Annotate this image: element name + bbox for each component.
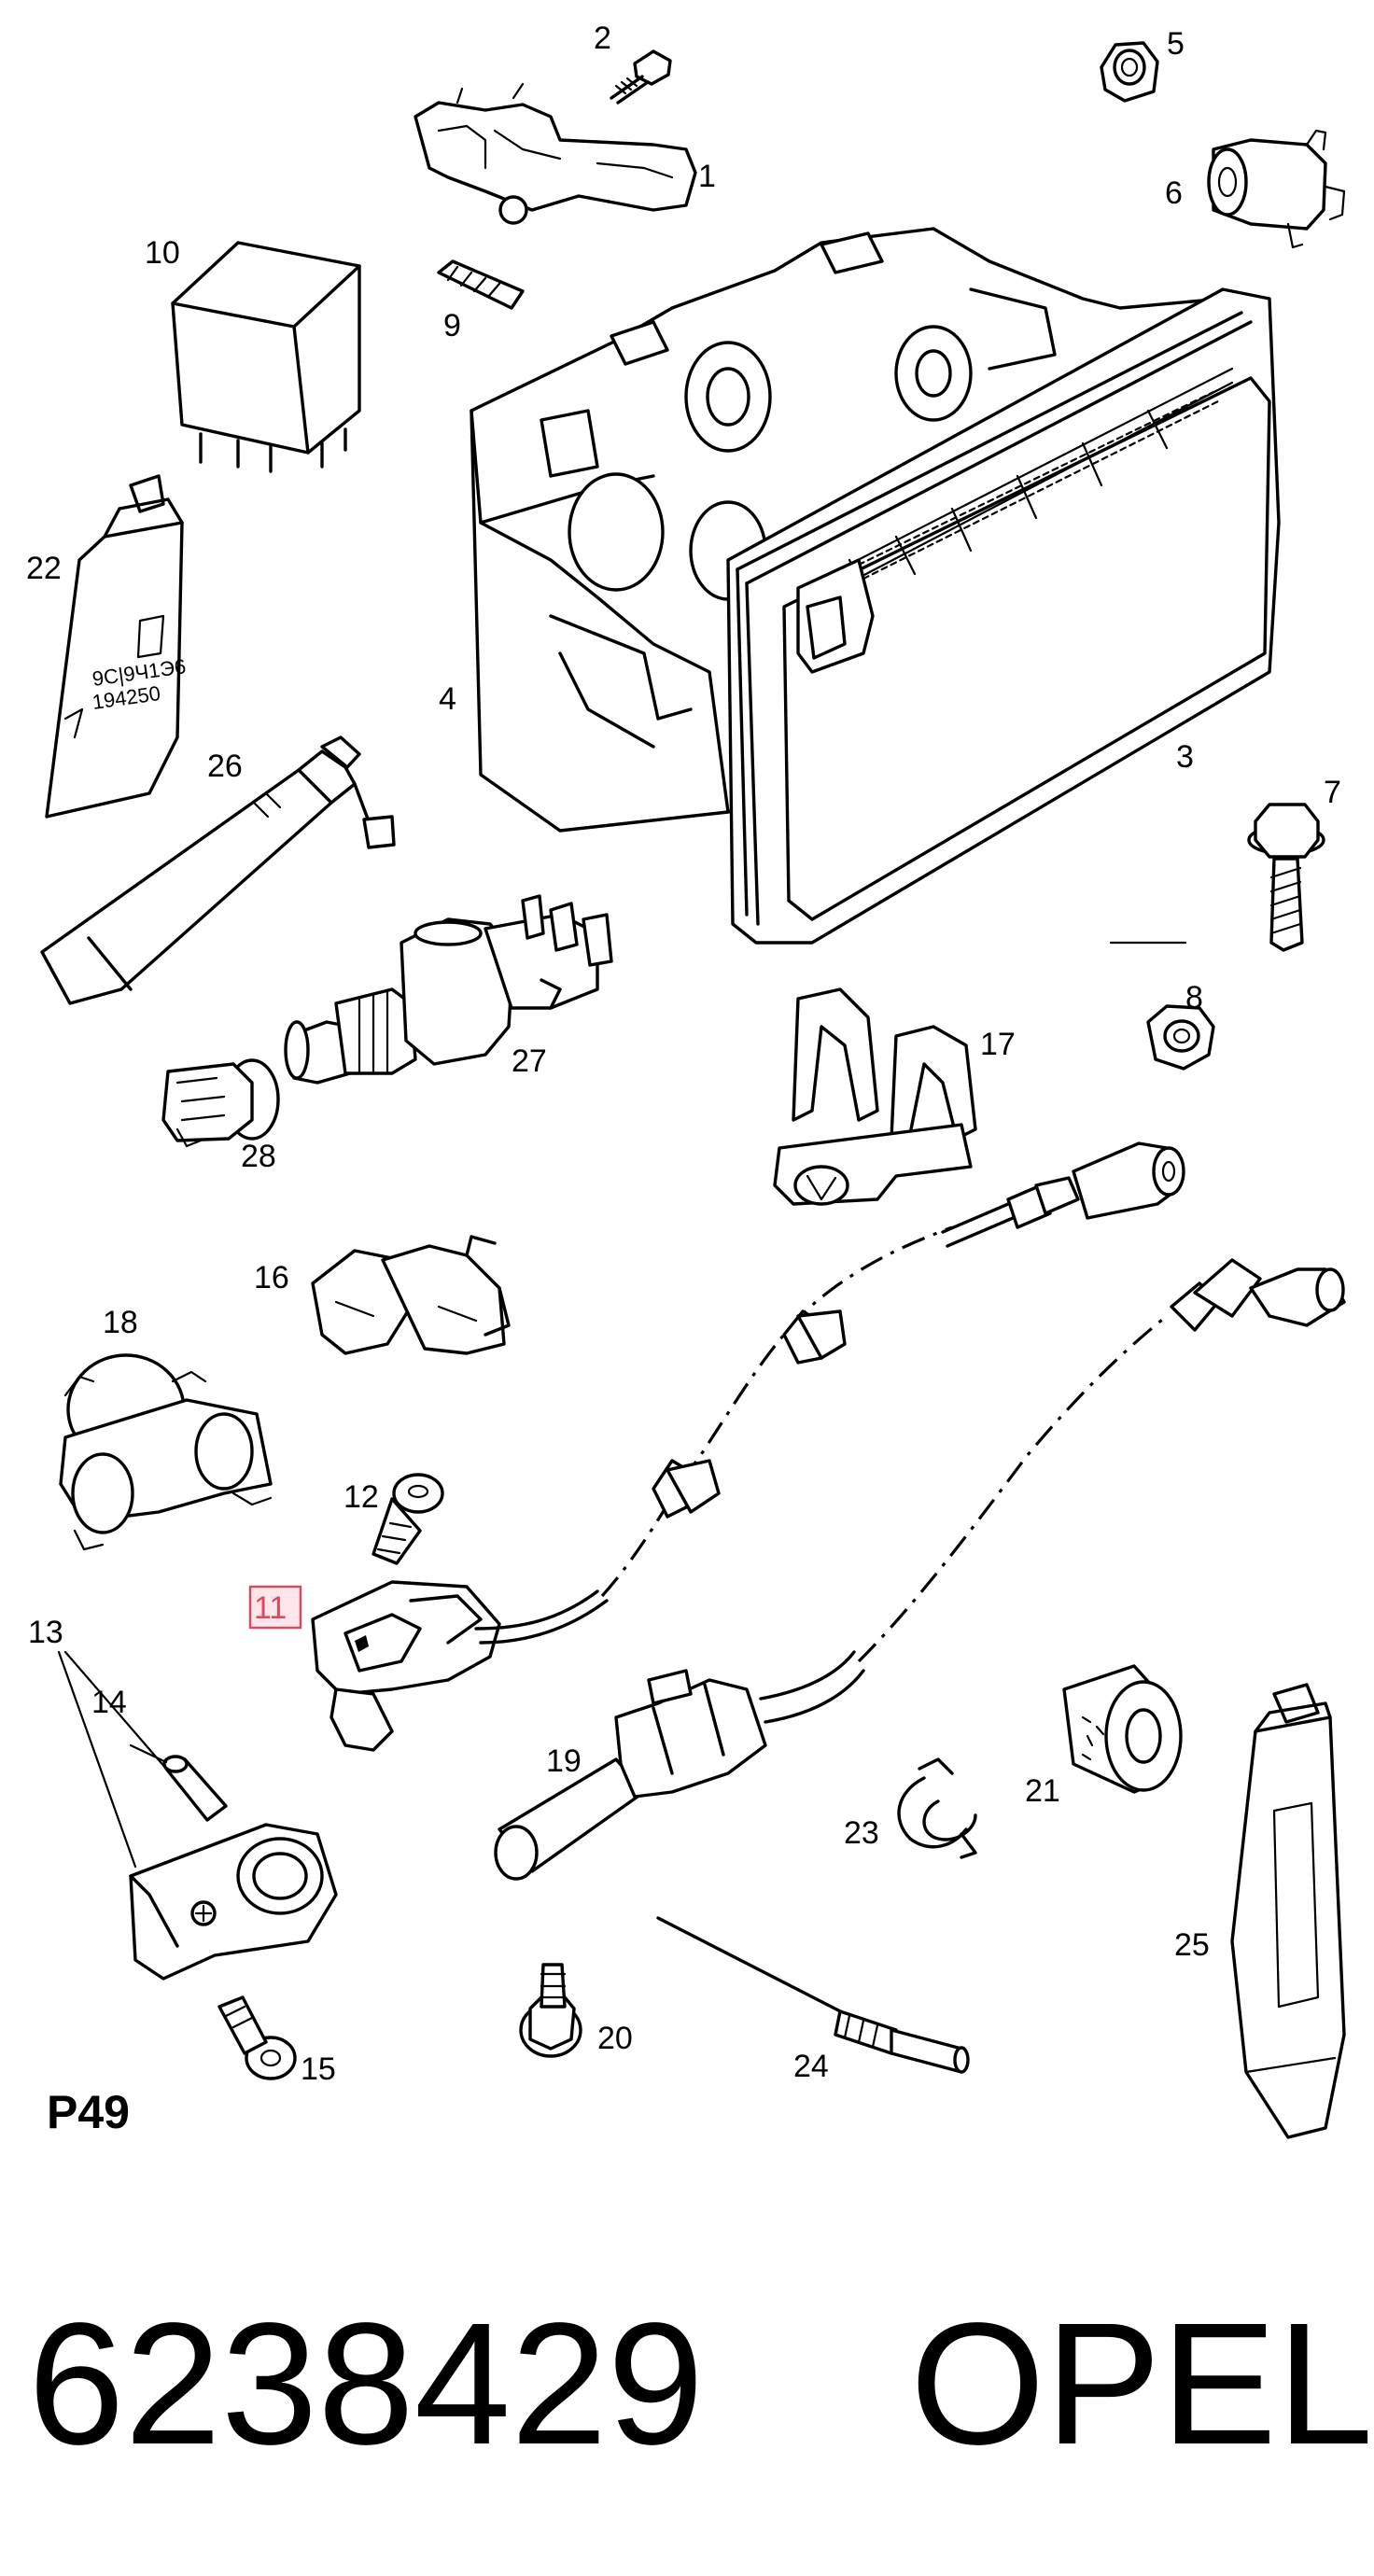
callout-9: 9 [443,308,461,343]
callouts: 1 2 3 4 5 6 7 8 9 10 11 12 13 14 15 16 1… [26,21,1341,2087]
callout-15: 15 [301,2051,336,2087]
part-21-bushing [1062,1664,1183,1794]
diagram-code: P49 [47,2086,130,2138]
callout-22: 22 [26,551,62,586]
part-24-pin [656,1916,970,2074]
callout-1: 1 [698,159,716,194]
callout-14-leader [129,1743,168,1764]
part-12-screw [372,1473,444,1565]
part-7-bolt [1247,803,1325,952]
callout-19: 19 [546,1743,582,1779]
part-28-clip [161,1058,280,1148]
part-11-wheel-speed-sensor [311,1141,1185,1752]
part-14-pin [162,1755,228,1822]
part-23-clip [897,1757,977,1859]
callout-20: 20 [597,2021,633,2056]
callout-16: 16 [254,1260,289,1295]
callout-18: 18 [103,1305,138,1340]
part-26-sensor [40,735,396,1005]
callout-23: 23 [844,1815,879,1851]
part-2-screw [610,49,672,105]
callout-7: 7 [1324,775,1341,810]
part-5-nut [1100,41,1159,103]
callout-26: 26 [207,749,243,784]
callout-11[interactable]: 11 [254,1590,287,1626]
part-22-grease-tube: 9C|9Ч1Э6 194250 [45,474,188,819]
part-1-bracket [414,82,697,225]
part-18-bracket [59,1353,273,1551]
part-16-bracket [311,1235,511,1355]
part-17-clip [773,987,977,1206]
callout-12: 12 [344,1479,379,1515]
callout-13: 13 [28,1615,63,1650]
callout-2: 2 [594,21,611,56]
part-13-bracket-assembly [129,1823,338,1981]
part-20-bolt [519,1963,582,2058]
callout-6: 6 [1165,175,1183,211]
highlight-box-11 [248,1585,302,1630]
part-6-connector [1207,129,1346,249]
part-19-wheel-speed-sensor [494,1258,1346,1881]
part-25-tube [1230,1683,1346,2139]
part-27-switch [284,894,613,1085]
callout-21: 21 [1025,1773,1060,1809]
callout-14: 14 [91,1685,127,1720]
part-number: 6238429 [28,2288,704,2481]
callout-5: 5 [1167,26,1185,62]
callout-4: 4 [439,681,456,717]
callout-10: 10 [145,235,180,271]
brand-name: OPEL [910,2288,1373,2481]
callout-27: 27 [512,1043,547,1079]
part-3-control-unit [726,287,1281,945]
callout-17: 17 [980,1027,1016,1062]
part-9-stud [437,259,525,310]
callout-25: 25 [1174,1927,1210,1963]
callout-28: 28 [241,1139,276,1174]
part-15-screw [217,1995,297,2080]
part-8-nut [1146,1004,1215,1071]
callout-24: 24 [793,2049,829,2084]
part-10-relay [171,241,361,473]
callout-13-leader [57,1650,168,1869]
callout-8: 8 [1185,980,1203,1015]
callout-3: 3 [1176,739,1194,775]
